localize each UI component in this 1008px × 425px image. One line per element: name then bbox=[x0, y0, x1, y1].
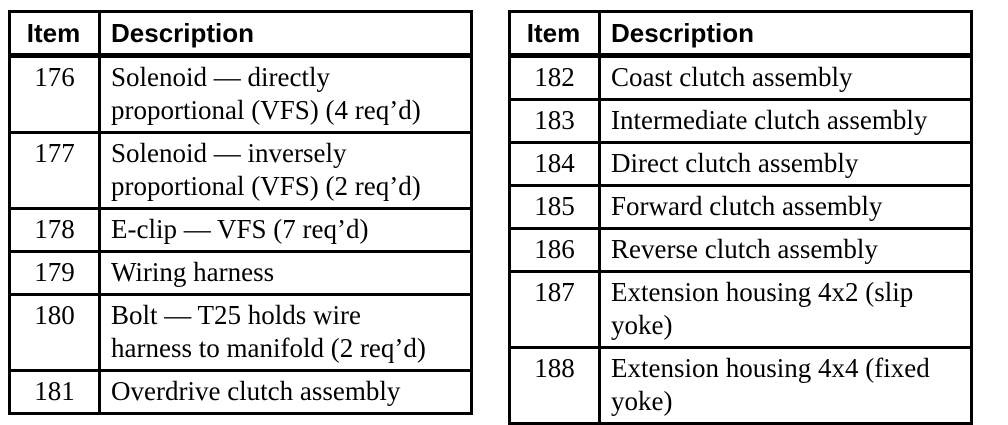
header-description: Description bbox=[598, 10, 973, 58]
description-cell: Coast clutch assembly bbox=[598, 54, 973, 101]
table-row: 181 Overdrive clutch assembly bbox=[8, 369, 473, 415]
description-cell: Direct clutch assembly bbox=[598, 141, 973, 187]
item-cell: 181 bbox=[8, 369, 101, 415]
description-cell: Wiring harness bbox=[98, 250, 473, 296]
table-row: 177 Solenoid — inversely proportional (V… bbox=[8, 131, 473, 210]
table-row: 184 Direct clutch assembly bbox=[508, 141, 973, 187]
parts-table-left: Item Description 176 Solenoid — directly… bbox=[8, 10, 473, 415]
description-cell: E-clip — VFS (7 req’d) bbox=[98, 207, 473, 253]
description-cell: Reverse clutch assembly bbox=[598, 227, 973, 273]
parts-table-left-container: Item Description 176 Solenoid — directly… bbox=[8, 10, 473, 415]
item-cell: 185 bbox=[508, 184, 601, 230]
table-row: 180 Bolt — T25 holds wire harness to man… bbox=[8, 293, 473, 372]
table-row: 183 Intermediate clutch assembly bbox=[508, 98, 973, 144]
item-cell: 177 bbox=[8, 131, 101, 210]
description-cell: Intermediate clutch assembly bbox=[598, 98, 973, 144]
item-cell: 186 bbox=[508, 227, 601, 273]
table-row: 187 Extension housing 4x2 (slip yoke) bbox=[508, 270, 973, 349]
table-header-row: Item Description bbox=[508, 10, 973, 58]
description-cell: Bolt — T25 holds wire harness to manifol… bbox=[98, 293, 473, 372]
description-cell: Overdrive clutch assembly bbox=[98, 369, 473, 415]
parts-table-right-container: Item Description 182 Coast clutch assemb… bbox=[508, 10, 973, 425]
item-cell: 180 bbox=[8, 293, 101, 372]
table-row: 185 Forward clutch assembly bbox=[508, 184, 973, 230]
description-cell: Extension housing 4x2 (slip yoke) bbox=[598, 270, 973, 349]
item-cell: 176 bbox=[8, 54, 101, 134]
parts-table-right: Item Description 182 Coast clutch assemb… bbox=[508, 10, 973, 425]
table-row: 176 Solenoid — directly proportional (VF… bbox=[8, 54, 473, 134]
table-row: 178 E-clip — VFS (7 req’d) bbox=[8, 207, 473, 253]
item-cell: 184 bbox=[508, 141, 601, 187]
table-row: 186 Reverse clutch assembly bbox=[508, 227, 973, 273]
item-cell: 183 bbox=[508, 98, 601, 144]
item-cell: 178 bbox=[8, 207, 101, 253]
description-cell: Solenoid — inversely proportional (VFS) … bbox=[98, 131, 473, 210]
table-header-row: Item Description bbox=[8, 10, 473, 58]
header-item: Item bbox=[8, 10, 101, 58]
description-cell: Solenoid — directly proportional (VFS) (… bbox=[98, 54, 473, 134]
table-row: 188 Extension housing 4x4 (fixed yoke) bbox=[508, 346, 973, 425]
item-cell: 187 bbox=[508, 270, 601, 349]
table-row: 179 Wiring harness bbox=[8, 250, 473, 296]
item-cell: 179 bbox=[8, 250, 101, 296]
description-cell: Forward clutch assembly bbox=[598, 184, 973, 230]
description-cell: Extension housing 4x4 (fixed yoke) bbox=[598, 346, 973, 425]
item-cell: 182 bbox=[508, 54, 601, 101]
table-row: 182 Coast clutch assembly bbox=[508, 54, 973, 101]
header-item: Item bbox=[508, 10, 601, 58]
item-cell: 188 bbox=[508, 346, 601, 425]
header-description: Description bbox=[98, 10, 473, 58]
